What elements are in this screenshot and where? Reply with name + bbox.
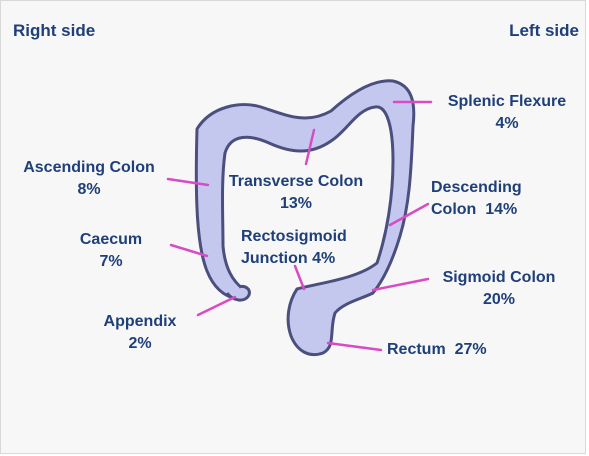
label-caecum: Caecum 7% <box>63 229 159 273</box>
splenic-flexure-name: Splenic Flexure <box>435 91 579 113</box>
descending-colon-name-line1: Descending <box>431 177 522 199</box>
appendix-pct: 2% <box>75 333 205 355</box>
splenic-flexure-pct: 4% <box>435 113 579 135</box>
rectosigmoid-name-line2: Junction <box>241 250 308 267</box>
ascending-colon-name: Ascending Colon <box>9 157 169 179</box>
caecum-pct: 7% <box>63 251 159 273</box>
rectosigmoid-pct: 4% <box>312 250 335 267</box>
pointer-rectum <box>328 343 381 350</box>
label-rectosigmoid-junction: Rectosigmoid Junction 4% <box>241 226 347 270</box>
rectum-pct: 27% <box>455 341 487 358</box>
label-rectum: Rectum 27% <box>387 339 487 361</box>
sigmoid-colon-name: Sigmoid Colon <box>429 267 569 289</box>
appendix-name: Appendix <box>75 311 205 333</box>
caecum-name: Caecum <box>63 229 159 251</box>
rectosigmoid-name-line1: Rectosigmoid <box>241 226 347 248</box>
label-ascending-colon: Ascending Colon 8% <box>9 157 169 201</box>
label-transverse-colon: Transverse Colon 13% <box>221 171 371 215</box>
sigmoid-colon-pct: 20% <box>429 289 569 311</box>
rectum-name: Rectum <box>387 341 446 358</box>
transverse-colon-pct: 13% <box>221 193 371 215</box>
descending-colon-pct: 14% <box>485 201 517 218</box>
descending-colon-name-line2: Colon <box>431 201 476 218</box>
label-sigmoid-colon: Sigmoid Colon 20% <box>429 267 569 311</box>
ascending-colon-pct: 8% <box>9 179 169 201</box>
transverse-colon-name: Transverse Colon <box>221 171 371 193</box>
label-splenic-flexure: Splenic Flexure 4% <box>435 91 579 135</box>
label-descending-colon: Descending Colon 14% <box>431 177 522 221</box>
colon-shape <box>196 81 414 355</box>
label-appendix: Appendix 2% <box>75 311 205 355</box>
